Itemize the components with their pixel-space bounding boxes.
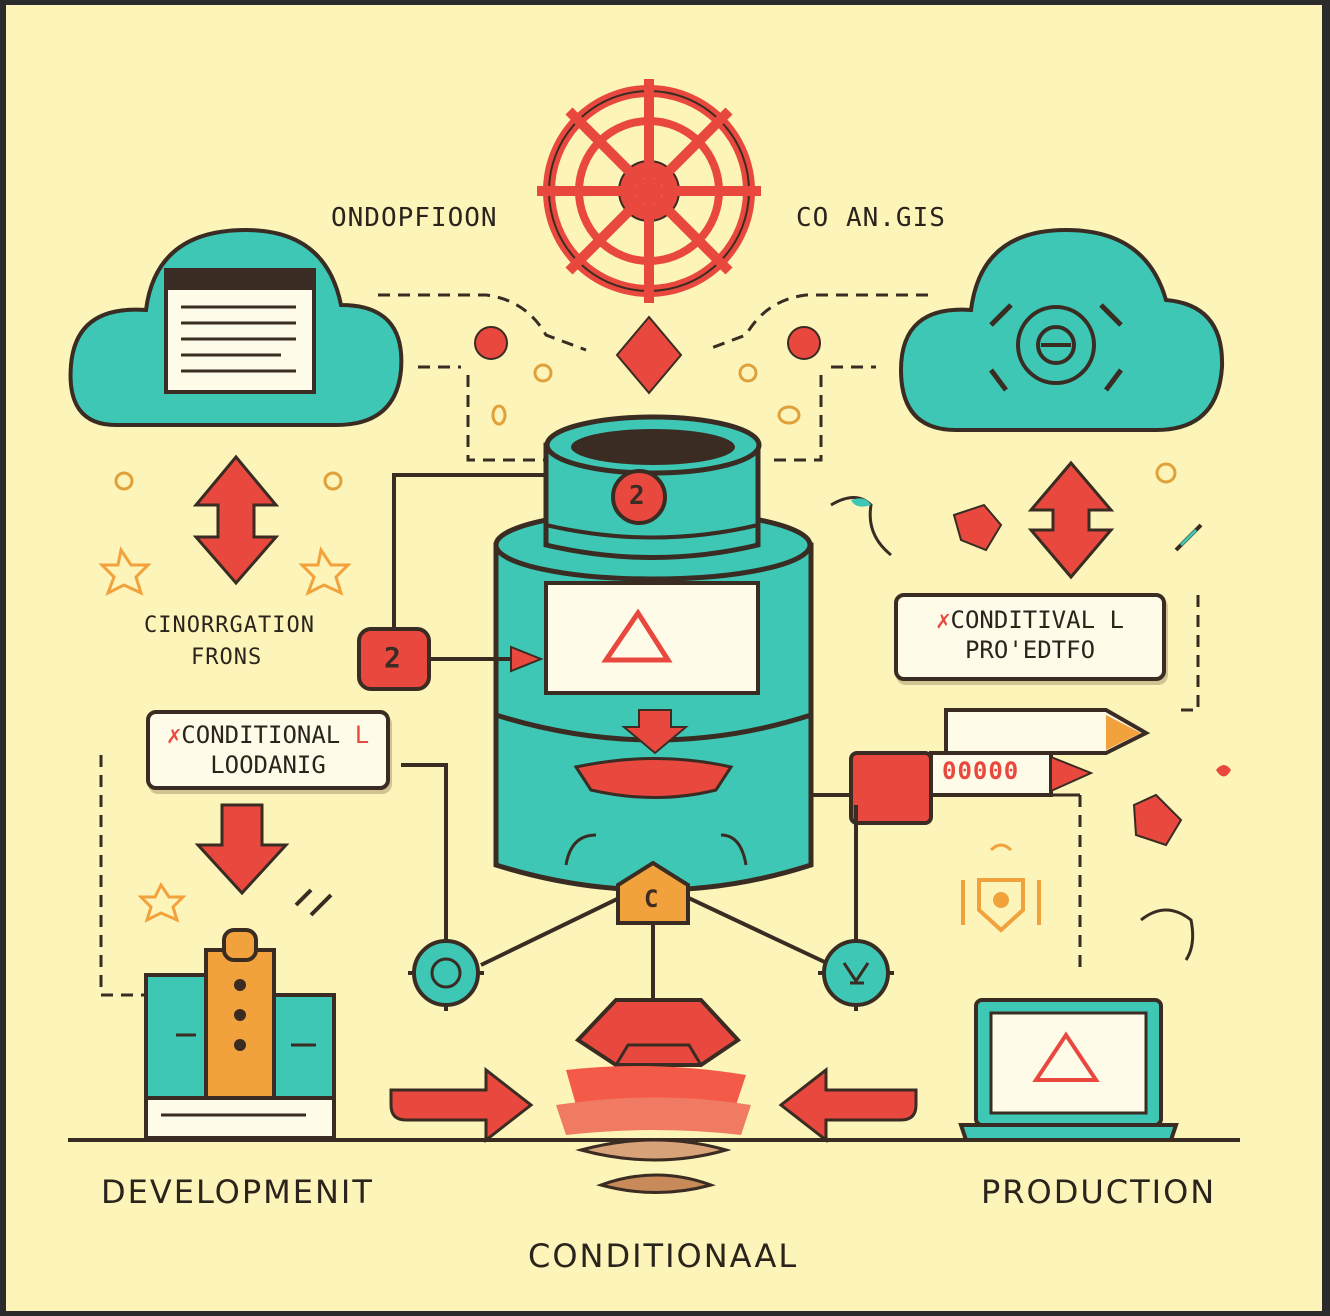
decoration-blobs (98, 326, 1231, 961)
label-config-line2: FRONS (191, 645, 263, 670)
laptop-icon (958, 998, 1179, 1142)
center-node-text: C (644, 885, 660, 913)
development-label: DEVELOPMENIT (101, 1173, 374, 1211)
down-arrow-left (194, 803, 290, 896)
pipe-valve-box (849, 751, 933, 825)
server-stack-icon (144, 928, 336, 1140)
database-cylinder-icon (493, 414, 814, 893)
conditional-stack-icon (556, 998, 751, 1194)
double-arrow-left (192, 454, 280, 586)
right-arrow-dev (389, 1066, 534, 1144)
cloud-document-icon (68, 227, 404, 427)
label-top-left: ONDOPFIOON (331, 203, 498, 233)
production-label: PRODUCTION (981, 1173, 1217, 1211)
gear-node-right (818, 935, 894, 1011)
diamond-icon (615, 315, 683, 395)
label-top-right: CO AN.GIS (796, 203, 946, 233)
side-badge-text: 2 (384, 641, 402, 674)
cond-proc-line1: CONDITIVAL L (950, 606, 1124, 634)
cylinder-badge (611, 469, 667, 525)
conditional-loading-sign: ✗CONDITIONAL L LOODANIG (146, 710, 390, 790)
pipe-body (929, 751, 1053, 797)
diagram-graphics (68, 79, 1240, 1194)
conditional-label: CONDITIONAAL (528, 1237, 799, 1275)
cylinder-badge-text: 2 (629, 481, 646, 511)
double-arrow-right (1027, 460, 1115, 580)
gear-node-left (408, 935, 484, 1011)
diagram-canvas: ONDOPFIOON CO AN.GIS CINORRGATION FRONS … (6, 5, 1322, 1311)
center-node (616, 860, 690, 925)
cond-loading-mark: L (354, 721, 370, 749)
cond-loading-line1: CONDITIONAL (181, 721, 341, 749)
label-config-line1: CINORRGATION (144, 613, 315, 638)
left-arrow-prod (778, 1066, 918, 1144)
shield-icon (961, 843, 1041, 933)
cond-loading-line2: LOODANIG (210, 751, 326, 779)
conditional-processed-sign: ✗CONDITIVAL L PRO'EDTFO (894, 593, 1166, 681)
pipe-dots-text: 00000 (942, 757, 1020, 785)
cloud-gear-icon (898, 227, 1225, 432)
cond-proc-line2: PRO'EDTFO (964, 636, 1096, 664)
dashed-connectors (99, 293, 1200, 997)
ship-wheel-icon (537, 79, 761, 303)
